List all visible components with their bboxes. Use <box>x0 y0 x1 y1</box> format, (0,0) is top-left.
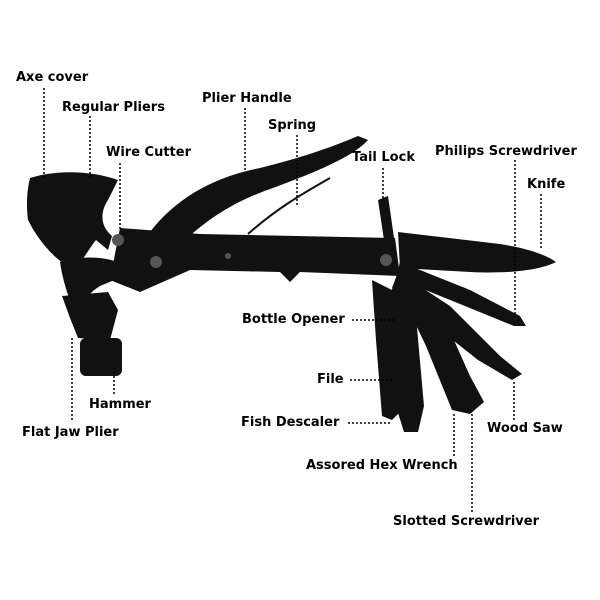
pivot-bolt-left <box>112 234 124 246</box>
hex-wrench-shape <box>404 284 484 414</box>
label-slotted-screwdriver: Slotted Screwdriver <box>393 514 540 529</box>
label-fish-descaler: Fish Descaler <box>241 415 340 430</box>
tail-lock-shape <box>378 196 394 240</box>
pivot-bolt-right <box>380 254 392 266</box>
label-file: File <box>317 372 344 387</box>
label-wood-saw: Wood Saw <box>487 421 563 436</box>
label-philips-screwdriver: Philips Screwdriver <box>435 144 577 159</box>
label-axe-cover: Axe cover <box>16 70 89 85</box>
label-bottle-opener: Bottle Opener <box>242 312 345 327</box>
label-hammer: Hammer <box>89 397 151 412</box>
hammer-face-shape <box>80 338 122 376</box>
label-plier-handle: Plier Handle <box>202 91 292 106</box>
label-flat-jaw-plier: Flat Jaw Plier <box>22 425 119 440</box>
pivot-bolt-center <box>150 256 162 268</box>
philips-screwdriver-shape <box>396 262 526 326</box>
label-knife: Knife <box>527 177 566 192</box>
spring-wire <box>247 177 331 235</box>
label-spring: Spring <box>268 118 317 133</box>
label-wire-cutter: Wire Cutter <box>106 145 192 160</box>
body-rivet <box>225 253 231 259</box>
fish-descaler-shape <box>372 280 400 420</box>
knife-blade-shape <box>398 232 556 273</box>
label-tail-lock: Tail Lock <box>352 150 415 165</box>
axe-head-shape <box>26 172 119 270</box>
hammer-head-shape <box>62 292 118 340</box>
label-regular-pliers: Regular Pliers <box>62 100 165 115</box>
label-hex-wrench: Assored Hex Wrench <box>306 458 458 473</box>
main-body-shape <box>110 228 400 292</box>
plier-handle-shape <box>150 136 368 240</box>
